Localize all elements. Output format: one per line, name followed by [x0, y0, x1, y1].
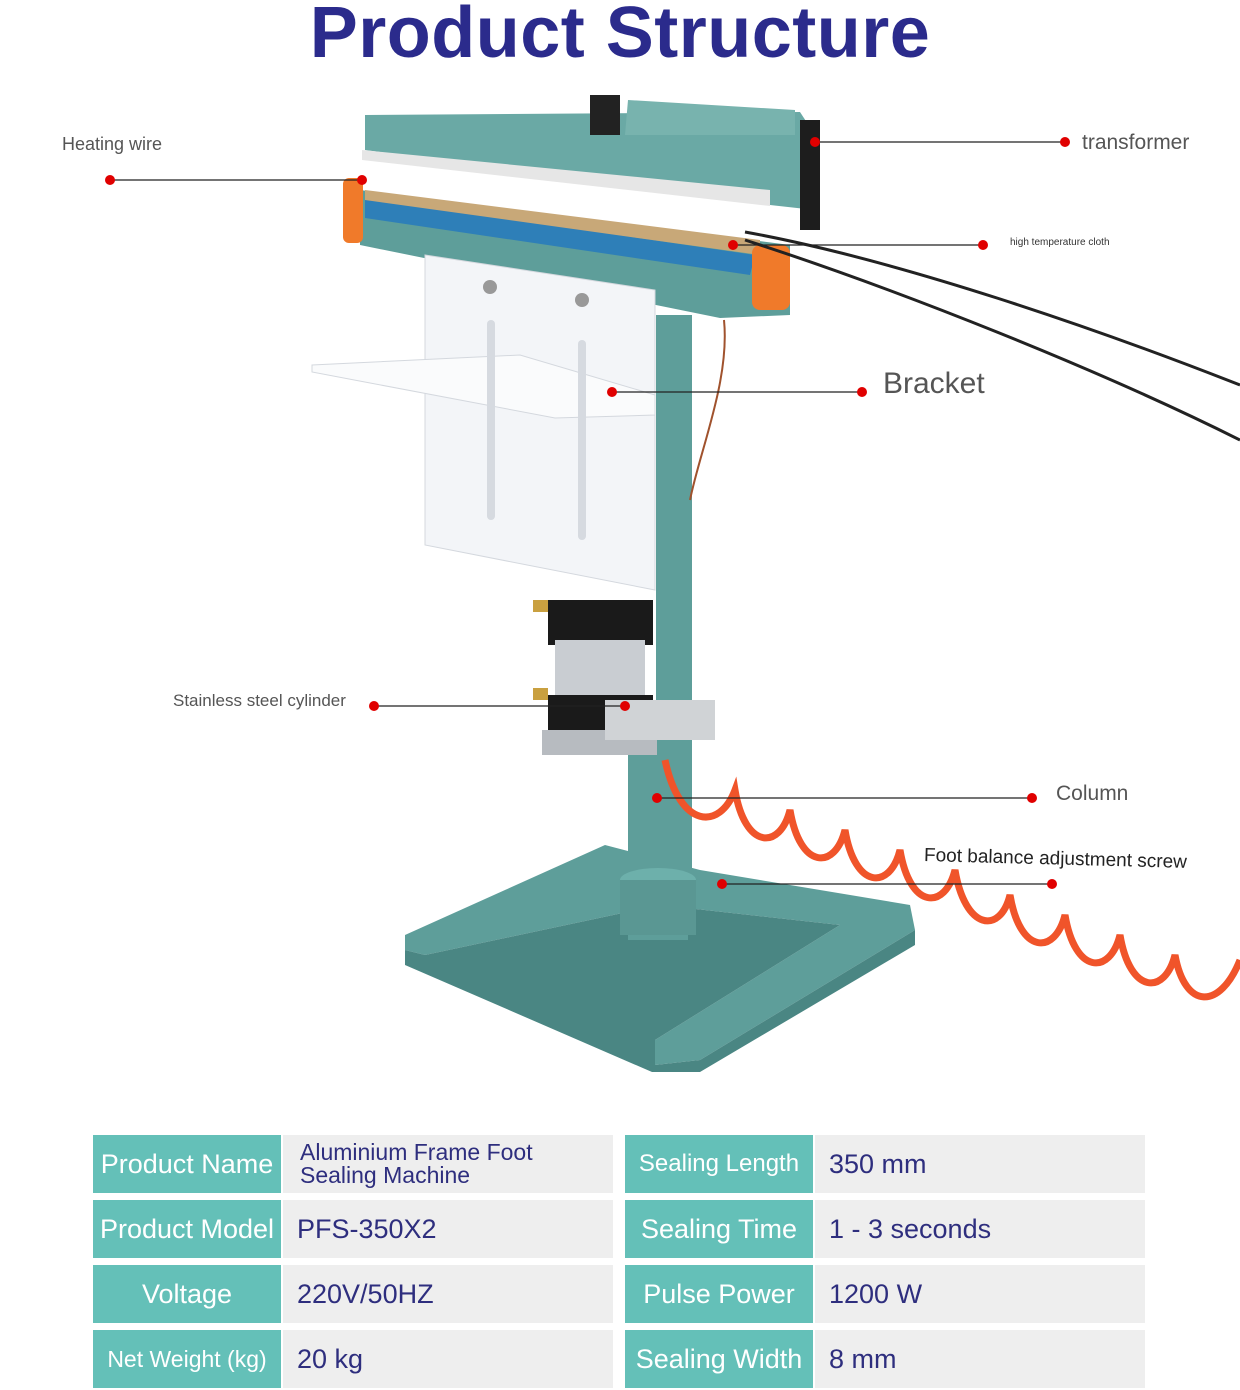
callout-dots [105, 137, 1070, 889]
spec-label: Net Weight (kg) [93, 1330, 281, 1388]
spec-value: Aluminium Frame Foot Sealing Machine [283, 1135, 613, 1193]
spec-label: Sealing Width [625, 1330, 813, 1388]
column-base [620, 880, 696, 935]
spec-label: Product Name [93, 1135, 281, 1193]
spec-value: 8 mm [815, 1330, 1145, 1388]
callout-column: Column [1056, 782, 1129, 805]
callout-heating-wire: Heating wire [62, 134, 163, 154]
callout-transformer: transformer [1082, 131, 1190, 154]
spec-label: Sealing Length [625, 1135, 813, 1193]
sealing-head [343, 95, 820, 318]
spec-label: Voltage [93, 1265, 281, 1323]
spec-value: 20 kg [283, 1330, 613, 1388]
spec-label: Sealing Time [625, 1200, 813, 1258]
spec-label: Pulse Power [625, 1265, 813, 1323]
machine-illustration [105, 95, 1240, 1072]
callout-cylinder: Stainless steel cylinder [173, 691, 346, 710]
spec-value: 350 mm [815, 1135, 1145, 1193]
spec-value: 220V/50HZ [283, 1265, 613, 1323]
power-cable [744, 230, 1240, 387]
bracket-plate [311, 254, 656, 591]
spec-value: PFS-350X2 [283, 1200, 613, 1258]
spec-value: 1200 W [815, 1265, 1145, 1323]
spec-label: Product Model [93, 1200, 281, 1258]
callout-lines [110, 141, 1065, 885]
spec-value: 1 - 3 seconds [815, 1200, 1145, 1258]
heater-wire [689, 319, 726, 501]
foot-base [405, 845, 915, 1072]
power-cable [744, 238, 1240, 442]
air-hose [661, 759, 1240, 1001]
callout-bracket: Bracket [883, 367, 985, 400]
callout-high-temperature-cloth: high temperature cloth [1010, 237, 1110, 248]
cylinder [533, 600, 715, 755]
page-title: Product Structure [309, 0, 931, 73]
